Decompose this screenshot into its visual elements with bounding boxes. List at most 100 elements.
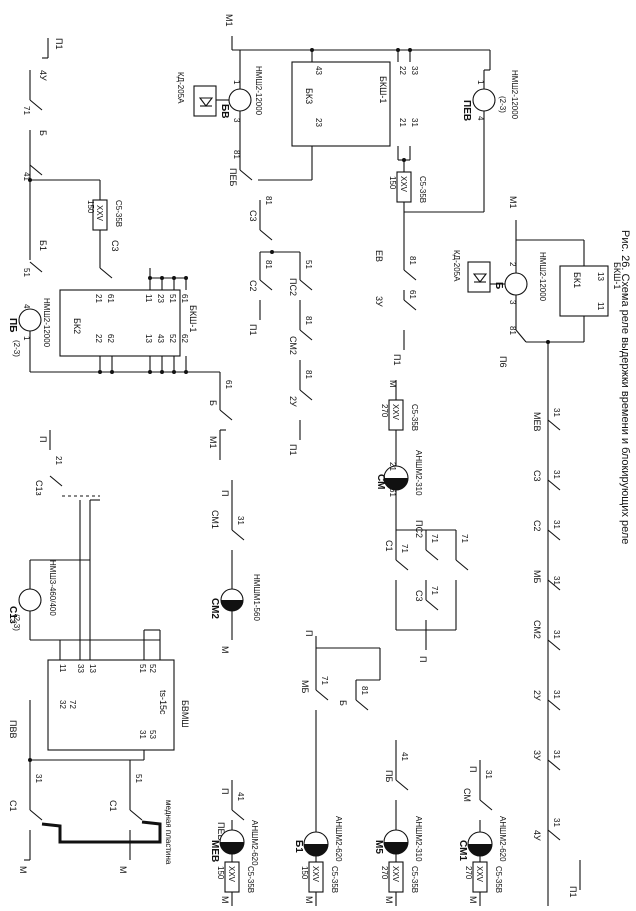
svg-text:ПЕБ: ПЕБ [228, 168, 238, 186]
svg-text:51: 51 [134, 774, 143, 783]
diode-symbol-top [198, 97, 214, 107]
svg-text:11: 11 [58, 664, 67, 673]
svg-text:С2: С2 [248, 280, 258, 292]
block-bk2 [59, 289, 181, 357]
relay-mb-type: АНШМ2-310 [414, 816, 423, 862]
svg-text:П1: П1 [248, 324, 258, 335]
relay-m5-name: М5 [373, 840, 384, 854]
svg-text:С5-35В: С5-35В [114, 200, 123, 227]
svg-text:М: М [220, 896, 230, 904]
svg-text:71: 71 [430, 586, 439, 595]
svg-text:М: М [18, 866, 28, 874]
svg-text:С5-35В: С5-35В [330, 866, 339, 893]
svg-text:51: 51 [22, 268, 31, 277]
relay-sm1-type: АНШМ2-620 [498, 816, 507, 862]
svg-text:П6: П6 [498, 356, 508, 367]
svg-text:23: 23 [314, 118, 323, 127]
svg-text:43: 43 [156, 334, 165, 343]
svg-text:(2-3): (2-3) [12, 614, 21, 631]
svg-text:31: 31 [552, 576, 561, 585]
relay-meb-type: АНШМ2-620 [250, 820, 259, 866]
svg-text:ПБ: ПБ [384, 770, 394, 782]
svg-text:БКШ-1: БКШ-1 [188, 305, 198, 332]
svg-text:М1: М1 [208, 436, 218, 449]
column-b: М1 КД-205А Б НМШ2-12000 2 3 БК1 13 11 БК… [452, 196, 622, 906]
svg-text:1: 1 [22, 336, 31, 341]
svg-text:41: 41 [236, 792, 245, 801]
block-bk3 [291, 61, 391, 147]
svg-text:БКШ-1: БКШ-1 [378, 76, 388, 103]
relay-b1-type: АНШМ2-620 [334, 816, 343, 862]
svg-text:11: 11 [144, 294, 153, 303]
svg-text:21: 21 [54, 456, 63, 465]
label-s3-col1: С3 [110, 240, 120, 252]
svg-text:62: 62 [106, 334, 115, 343]
svg-text:П1: П1 [568, 886, 578, 897]
svg-text:С3: С3 [532, 470, 542, 482]
svg-text:П: П [418, 656, 428, 662]
svg-text:СМ1: СМ1 [210, 510, 220, 529]
svg-text:21: 21 [388, 462, 397, 471]
svg-text:31: 31 [138, 730, 147, 739]
column-pb: П1 4У 71 Б 41 XXV 150 С5-35В Б1 51 С3 61… [7, 38, 233, 460]
relay-pb-type: НМШ2-12000 [42, 298, 51, 348]
svg-text:31: 31 [552, 630, 561, 639]
svg-text:XXV: XXV [399, 176, 408, 193]
svg-text:БК2: БК2 [72, 318, 82, 334]
svg-text:31: 31 [552, 818, 561, 827]
svg-text:ЕВ: ЕВ [374, 250, 384, 262]
svg-text:150: 150 [216, 866, 225, 880]
svg-text:71: 71 [320, 676, 329, 685]
relay-meb-name: МЕВ [209, 840, 220, 862]
svg-text:С2: С2 [532, 520, 542, 532]
svg-text:С1: С1 [384, 540, 394, 552]
svg-text:БКШ-1: БКШ-1 [612, 262, 622, 289]
svg-text:31: 31 [552, 408, 561, 417]
svg-text:П1: П1 [392, 354, 402, 365]
svg-text:52: 52 [148, 664, 157, 673]
svg-text:61: 61 [224, 380, 233, 389]
svg-text:51: 51 [138, 664, 147, 673]
svg-text:3: 3 [508, 300, 517, 305]
svg-text:3У: 3У [374, 296, 384, 307]
svg-text:Б: Б [338, 700, 348, 706]
svg-text:72: 72 [68, 700, 77, 709]
svg-text:13: 13 [596, 272, 605, 281]
svg-text:150: 150 [300, 866, 309, 880]
svg-text:81: 81 [264, 196, 273, 205]
relay-pev-name: ПЕВ [461, 100, 472, 121]
svg-text:61: 61 [408, 290, 417, 299]
svg-text:XXV: XXV [391, 404, 400, 421]
svg-text:61: 61 [180, 294, 189, 303]
svg-text:71: 71 [430, 534, 439, 543]
svg-text:31: 31 [552, 750, 561, 759]
svg-text:51: 51 [304, 260, 313, 269]
svg-text:4: 4 [22, 304, 31, 309]
svg-text:С5-35В: С5-35В [246, 866, 255, 893]
svg-text:(2-3): (2-3) [12, 340, 21, 357]
svg-text:ПС2: ПС2 [288, 278, 298, 296]
svg-text:21: 21 [398, 118, 407, 127]
svg-text:С3: С3 [414, 590, 424, 602]
svg-text:БВМШ: БВМШ [180, 700, 190, 728]
svg-text:150: 150 [86, 200, 95, 214]
label-b1: Б1 [38, 240, 48, 251]
relay-b-name: Б [493, 282, 504, 289]
label-b: Б [38, 130, 48, 136]
relay-b-type: НМШ2-12000 [538, 252, 547, 302]
label-m1-top: М1 [224, 14, 234, 27]
svg-text:13: 13 [88, 664, 97, 673]
svg-text:71: 71 [400, 544, 409, 553]
svg-text:XXV: XXV [391, 866, 400, 883]
svg-text:11: 11 [596, 302, 605, 311]
relay-sm2-type: НМШМ1-560 [252, 574, 261, 621]
svg-text:М: М [220, 646, 230, 654]
svg-text:81: 81 [264, 260, 273, 269]
svg-text:МЕВ: МЕВ [532, 412, 542, 432]
svg-text:СМ: СМ [462, 788, 472, 802]
svg-text:150: 150 [388, 176, 397, 190]
svg-text:33: 33 [76, 664, 85, 673]
svg-text:КД-205А: КД-205А [452, 250, 461, 282]
svg-text:П: П [220, 490, 230, 496]
